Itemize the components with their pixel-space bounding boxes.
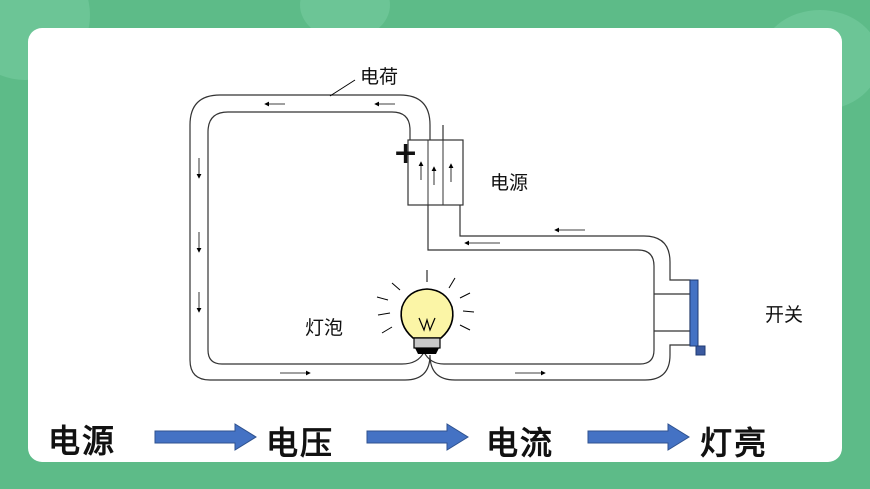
flow-step-light: 灯亮 <box>700 424 769 462</box>
charge-label: 电荷 <box>360 66 399 88</box>
flow-step-voltage: 电压 <box>266 424 335 462</box>
charge-leader <box>329 79 356 97</box>
slide-card <box>28 28 842 462</box>
switch-label: 开关 <box>765 304 804 326</box>
bulb-icon <box>400 288 454 354</box>
switch-icon <box>689 279 699 347</box>
bulb-rays <box>376 270 475 334</box>
flow-arrow <box>154 423 257 451</box>
flow-arrow <box>366 423 469 451</box>
power-label: 电源 <box>490 172 529 194</box>
bulb-label: 灯泡 <box>305 317 344 339</box>
flow-arrow <box>587 423 690 451</box>
wire-outer <box>189 94 691 381</box>
plus-sign: + <box>393 136 419 171</box>
power-source <box>407 139 464 206</box>
flow-step-current: 电流 <box>486 424 555 462</box>
flow-step-power: 电源 <box>48 422 117 460</box>
switch-knob <box>695 345 706 356</box>
